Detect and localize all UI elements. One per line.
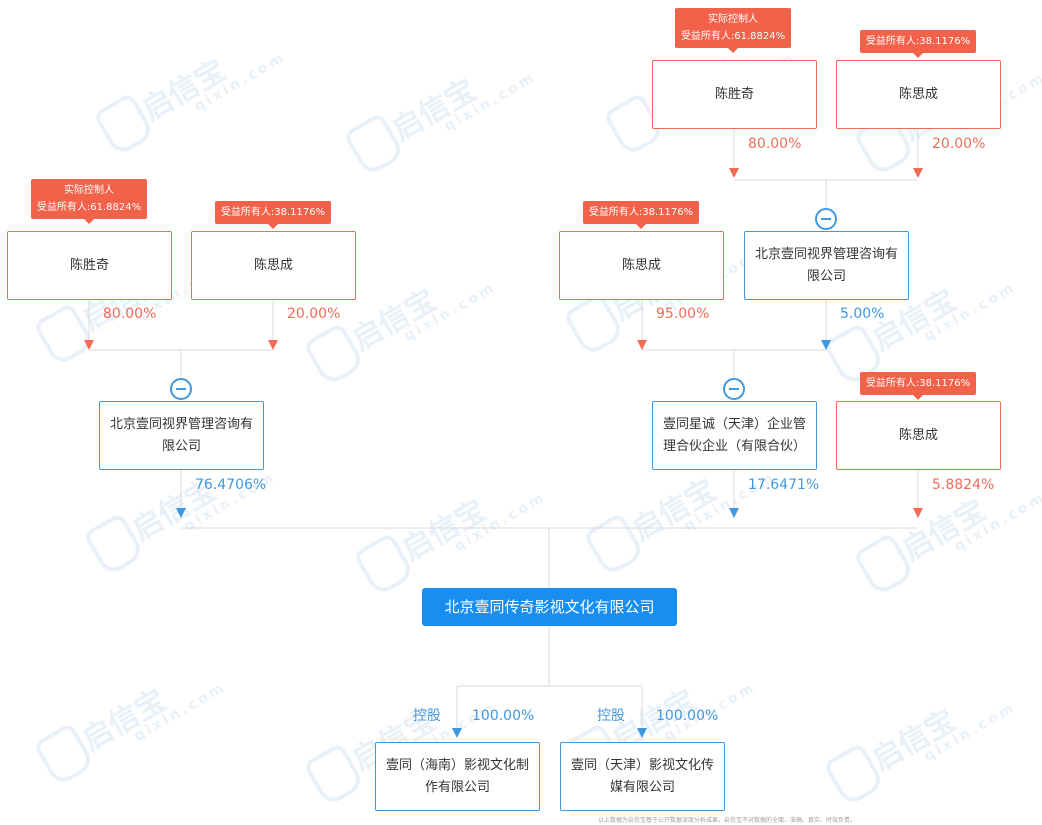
shareholder-node-chen-shengqi[interactable]: 陈胜奇 xyxy=(7,231,172,300)
share-percentage: 95.00% xyxy=(656,306,710,322)
share-percentage: 5.8824% xyxy=(932,477,995,493)
shareholder-node-chen-shengqi[interactable]: 陈胜奇 xyxy=(652,60,817,129)
shareholder-node-chen-sicheng[interactable]: 陈思成 xyxy=(836,60,1001,129)
node-label: 陈胜奇 xyxy=(69,257,109,273)
beneficiary-tag: 受益所有人:38.1176% xyxy=(860,372,976,400)
node-label: 壹同（天津）影视文化传媒有限公司 xyxy=(571,757,714,795)
node-label: 陈思成 xyxy=(898,86,938,102)
subsidiary-node-tianjin[interactable]: 壹同（天津）影视文化传媒有限公司 xyxy=(560,742,725,811)
node-label: 陈胜奇 xyxy=(714,86,754,102)
share-percentage: 20.00% xyxy=(287,306,341,322)
share-percentage: 100.00% xyxy=(472,708,535,724)
company-node-beijing-consult[interactable]: 北京壹同视界管理咨询有限公司 xyxy=(99,401,264,470)
company-node-beijing-consult[interactable]: 北京壹同视界管理咨询有限公司 xyxy=(744,231,909,300)
collapse-toggle-icon[interactable] xyxy=(723,378,745,400)
actual-controller-tag: 实际控制人 受益所有人:61.8824% xyxy=(675,8,791,53)
share-percentage: 20.00% xyxy=(932,136,986,152)
share-percentage: 80.00% xyxy=(103,306,157,322)
shareholder-node-chen-sicheng[interactable]: 陈思成 xyxy=(559,231,724,300)
shareholder-node-chen-sicheng[interactable]: 陈思成 xyxy=(191,231,356,300)
beneficiary-tag: 受益所有人:38.1176% xyxy=(860,30,976,58)
share-percentage: 5.00% xyxy=(840,306,885,322)
control-label: 控股 xyxy=(597,708,625,724)
node-label: 北京壹同视界管理咨询有限公司 xyxy=(755,246,898,284)
node-label: 北京壹同视界管理咨询有限公司 xyxy=(110,416,253,454)
beneficiary-tag: 受益所有人:38.1176% xyxy=(583,201,699,229)
share-percentage: 76.4706% xyxy=(195,477,267,493)
disclaimer-footer: 以上数据为启信宝基于公开数据深度分析成果，启信宝不对数据的全面、准确、真实、时效… xyxy=(597,817,856,824)
share-percentage: 100.00% xyxy=(656,708,719,724)
beneficiary-tag: 受益所有人:38.1176% xyxy=(215,201,331,229)
share-percentage: 80.00% xyxy=(748,136,802,152)
target-company-node[interactable]: 北京壹同传奇影视文化有限公司 xyxy=(422,588,677,626)
subsidiary-node-hainan[interactable]: 壹同（海南）影视文化制作有限公司 xyxy=(375,742,540,811)
node-label: 陈思成 xyxy=(621,257,661,273)
node-label: 北京壹同传奇影视文化有限公司 xyxy=(444,598,655,616)
share-percentage: 17.6471% xyxy=(748,477,820,493)
actual-controller-tag: 实际控制人 受益所有人:61.8824% xyxy=(31,179,147,224)
node-label: 陈思成 xyxy=(253,257,293,273)
collapse-toggle-icon[interactable] xyxy=(815,208,837,230)
shareholder-node-chen-sicheng[interactable]: 陈思成 xyxy=(836,401,1001,470)
collapse-toggle-icon[interactable] xyxy=(170,378,192,400)
control-label: 控股 xyxy=(413,708,441,724)
company-node-xingcheng-partnership[interactable]: 壹同星诚（天津）企业管理合伙企业（有限合伙） xyxy=(652,401,817,470)
node-label: 壹同星诚（天津）企业管理合伙企业（有限合伙） xyxy=(663,416,806,454)
node-label: 壹同（海南）影视文化制作有限公司 xyxy=(386,757,529,795)
node-label: 陈思成 xyxy=(898,427,938,443)
